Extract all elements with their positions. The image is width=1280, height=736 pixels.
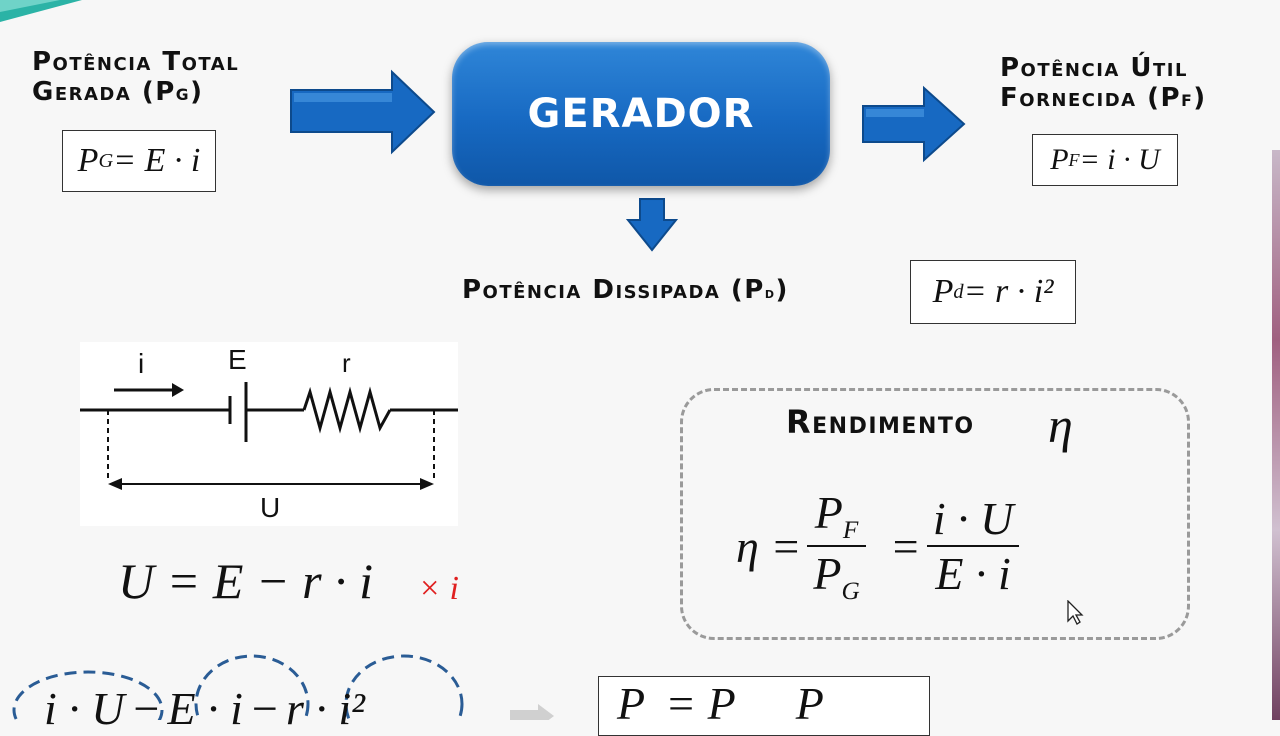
frac1-num-sub: F xyxy=(842,516,859,545)
bottom-result-mid: = P xyxy=(665,678,736,729)
efficiency-equation: η = PF PG = i · U E · i xyxy=(736,486,1020,606)
bottom-minus1: − xyxy=(130,683,162,734)
corner-decoration xyxy=(0,0,82,22)
frac1-bar xyxy=(807,545,866,548)
arrow-right-2 xyxy=(862,85,966,163)
dissipada-title-text: Potência Dissipada (P xyxy=(462,275,765,305)
util-title: Potência Útil Fornecida (PF) xyxy=(1000,53,1207,114)
frac1-num: P xyxy=(814,487,843,538)
circuit-emf-label: E xyxy=(228,344,247,375)
bottom-result-left: P xyxy=(617,678,646,729)
total-title-end: ) xyxy=(190,76,204,107)
dissipada-formula-rhs: = r · i² xyxy=(963,273,1054,310)
generator-box: GERADOR xyxy=(452,42,830,186)
dissipada-formula-sub: d xyxy=(953,280,964,303)
multiply-annotation: × i xyxy=(418,570,459,607)
arrow-right-1 xyxy=(290,69,436,155)
dissipada-formula-lhs: P xyxy=(932,273,954,310)
voltage-equation: U = E − r · i xyxy=(118,553,373,609)
util-title-line2: Fornecida (PF) xyxy=(1000,82,1207,114)
util-formula-sub: F xyxy=(1068,149,1080,170)
frac2-den: E · i xyxy=(935,548,1011,600)
bottom-term3: r · i² xyxy=(285,683,365,734)
total-formula-rhs: = E · i xyxy=(113,142,201,179)
util-title-end: ) xyxy=(1193,82,1207,113)
bottom-result-box: P = P P xyxy=(598,676,930,736)
total-formula-lhs: P xyxy=(77,142,99,179)
efficiency-eq-mid: = xyxy=(889,520,921,572)
generator-label: GERADOR xyxy=(527,91,755,137)
util-title-line1: Potência Útil xyxy=(1000,53,1188,83)
bottom-term2: E · i xyxy=(167,683,243,734)
efficiency-fraction-1: PF PG xyxy=(807,486,866,606)
util-formula-lhs: P xyxy=(1050,143,1069,176)
circuit-diagram: i E r U xyxy=(80,342,458,526)
dissipada-title-end: ) xyxy=(775,275,789,305)
efficiency-eq-lhs: η = xyxy=(736,520,802,572)
mouse-cursor-icon xyxy=(1067,600,1084,625)
total-title: Potência Total Gerada (PG) xyxy=(32,47,240,108)
frac2-bar xyxy=(926,545,1020,548)
total-title-line2: Gerada (PG) xyxy=(32,76,239,108)
bottom-term1: i · U xyxy=(44,683,125,734)
circuit-resistance-label: r xyxy=(342,348,351,378)
efficiency-title: Rendimento xyxy=(786,403,975,441)
total-title-sub: G xyxy=(175,85,191,104)
dissipada-title: Potência Dissipada (Pd) xyxy=(462,275,789,306)
util-title-text: Fornecida (P xyxy=(1000,82,1182,113)
frac2-num: i · U xyxy=(932,493,1014,545)
bottom-result-right: P xyxy=(795,678,824,729)
frac1-den-sub: G xyxy=(841,577,860,606)
bottom-circles xyxy=(12,654,464,720)
total-title-text: Gerada (P xyxy=(32,76,176,107)
frac1-den: P xyxy=(813,548,842,600)
efficiency-fraction-2: i · U E · i xyxy=(926,492,1020,600)
bottom-equation: i · U − E · i − r · i² xyxy=(44,682,365,735)
total-formula-sub: G xyxy=(98,149,114,172)
total-title-line1: Potência Total xyxy=(32,47,240,77)
circuit-current-label: i xyxy=(138,348,145,379)
gray-arrow-icon xyxy=(510,704,554,720)
arrow-down xyxy=(626,198,678,252)
right-edge-strip xyxy=(1272,150,1280,720)
efficiency-box xyxy=(680,388,1190,640)
dissipada-title-sub: d xyxy=(764,284,776,302)
util-formula-rhs: = i · U xyxy=(1079,143,1160,176)
util-title-sub: F xyxy=(1181,91,1194,110)
efficiency-symbol: η xyxy=(1048,397,1073,453)
bottom-minus2: − xyxy=(248,683,280,734)
circuit-voltage-label: U xyxy=(260,492,281,523)
